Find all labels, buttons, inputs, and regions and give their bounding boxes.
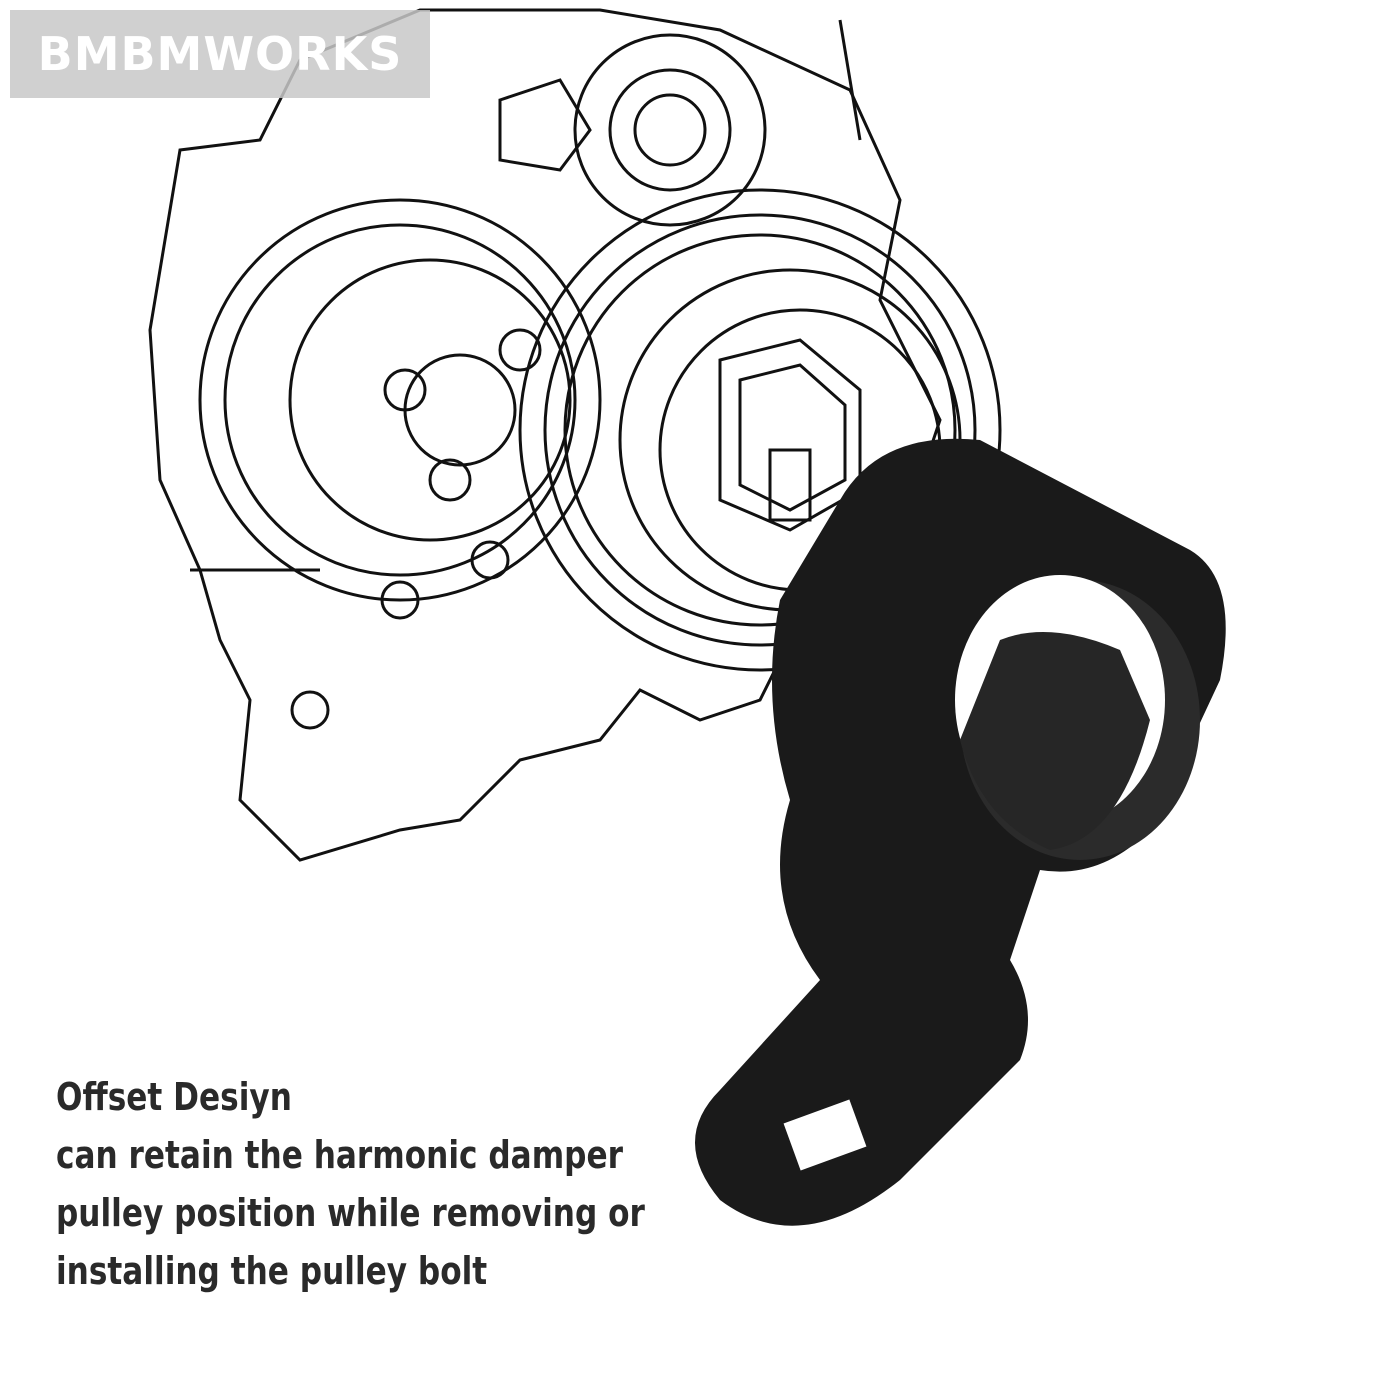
caption-line: installing the pulley bolt	[56, 1249, 488, 1293]
caption-title: Offset Desiyn	[56, 1075, 292, 1119]
watermark-text: BMBMWORKS	[37, 27, 403, 81]
crank-holder-wrench	[695, 438, 1226, 1226]
caption: Offset Desiyn can retain the harmonic da…	[56, 1068, 645, 1300]
caption-line: can retain the harmonic damper	[56, 1133, 623, 1177]
watermark: BMBMWORKS	[10, 10, 430, 98]
caption-line: pulley position while removing or	[56, 1191, 645, 1235]
